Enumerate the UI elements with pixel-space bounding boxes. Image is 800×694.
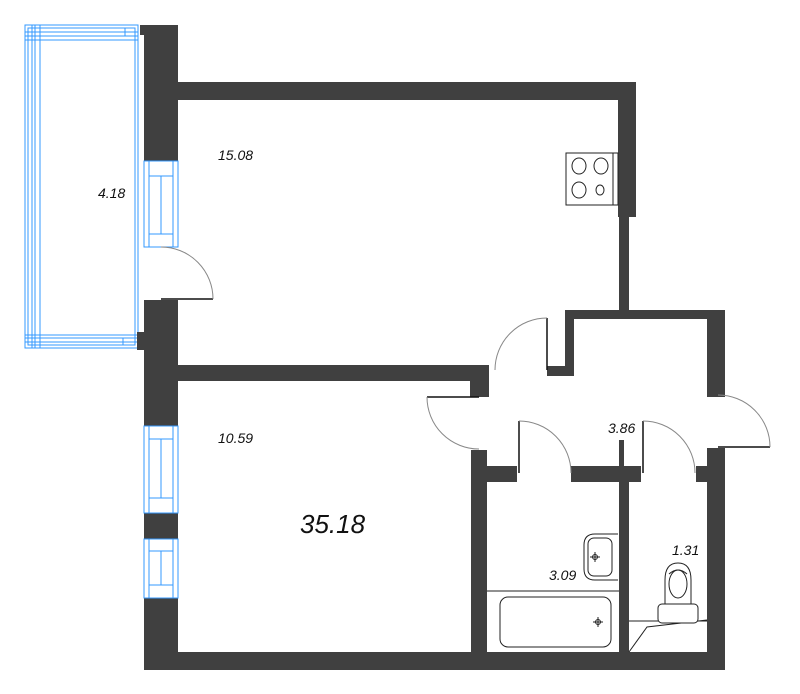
window-bedroom-lower [143,538,179,599]
room-area-bathroom: 3.09 [549,567,576,583]
room-area-bedroom: 10.59 [218,430,253,446]
balcony-glazing [24,24,139,349]
total-area: 35.18 [300,509,366,539]
sink-icon [583,533,618,581]
toilet-icon [628,562,708,653]
stove-icon [565,152,619,206]
bathtub-icon [487,590,619,648]
window-balcony-door [143,160,179,248]
room-area-balcony: 4.18 [98,185,125,201]
window-bedroom-upper [143,425,179,514]
room-area-kitchen-living: 15.08 [218,147,253,163]
room-area-hallway: 3.86 [608,420,635,436]
doors [160,246,771,474]
room-area-toilet: 1.31 [672,542,699,558]
walls [137,25,725,670]
